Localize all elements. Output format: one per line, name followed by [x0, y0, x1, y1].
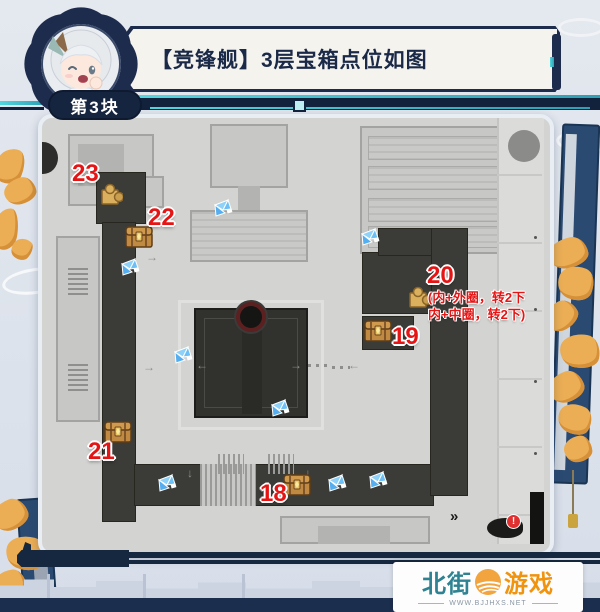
banner-tassel: [568, 514, 578, 528]
origami-bird-icon: [173, 345, 193, 364]
bottom-band-line: [129, 560, 600, 564]
header-accent-line: [0, 107, 44, 110]
corridor: [430, 228, 468, 496]
marker-label-21: 21: [88, 438, 115, 465]
treasure-chest-icon: [283, 474, 311, 496]
origami-bird-icon: [327, 473, 347, 492]
bottom-band: [17, 550, 129, 567]
arrow-right-icon: →: [290, 358, 302, 372]
central-chamber: [194, 308, 308, 418]
treasure-chest-icon: [104, 421, 132, 443]
building-block: [56, 236, 100, 422]
map-circle-marker: [508, 130, 540, 162]
origami-bird-icon: [157, 473, 177, 492]
marker-label-22: 22: [148, 204, 175, 231]
marker-label-20: 20: [427, 262, 454, 289]
marker-note-line2: 内+中圈，转2下): [428, 307, 526, 322]
watermark-url: WWW.BJJHXS.NET: [449, 600, 527, 607]
header-title-box: 【竞锋舰】3层宝箱点位如图: [108, 26, 560, 92]
arrow-right-icon: →: [146, 250, 158, 264]
sun-road-logo-icon: [475, 568, 501, 595]
marker-label-23: 23: [72, 160, 99, 187]
map-semicircle-marker: [42, 142, 58, 174]
origami-bird-icon: [360, 227, 380, 246]
staircase: [68, 364, 88, 392]
page-title: 【竞锋舰】3层宝箱点位如图: [151, 49, 428, 72]
arrow-down-icon: ↓: [305, 466, 311, 480]
banner-cord: [572, 470, 574, 516]
arrow-down-icon: ↓: [187, 466, 193, 480]
header-accent-line: [0, 101, 44, 105]
building-block: [210, 124, 288, 188]
puzzle-piece-icon: [409, 286, 431, 308]
origami-bird-icon: [270, 398, 290, 417]
marker-label-18: 18: [260, 480, 287, 507]
marker-note-line1: (内+外圈，转2下: [428, 290, 526, 305]
arrow-left-icon: ←: [348, 358, 360, 372]
header-accent-line: [150, 107, 590, 109]
treasure-chest-icon: [364, 320, 392, 342]
building-block: [238, 186, 260, 212]
arrow-left-icon: ←: [196, 358, 208, 372]
header-right-bar: [550, 34, 561, 90]
header-accent-line: [138, 95, 600, 98]
origami-bird-icon: [213, 198, 233, 217]
chevrons-icon: »: [450, 508, 459, 525]
bottom-band-notch: [22, 542, 31, 552]
alert-icon: !: [506, 514, 521, 529]
origami-bird-icon: [120, 257, 140, 276]
building-block: [190, 210, 308, 262]
header-band-node: [293, 99, 306, 112]
chamber-emblem: [236, 302, 266, 332]
map-panel: ! → ← → → ← ↓ ↓ » 23 22: [38, 114, 554, 556]
building-block: [318, 526, 390, 544]
arrow-right-icon: →: [143, 360, 155, 374]
game-map: ! → ← → → ← ↓ ↓ » 23 22: [42, 118, 550, 552]
building-hall: [368, 166, 506, 190]
staircase: [218, 454, 244, 474]
origami-bird-icon: [368, 470, 388, 489]
map-exit-block: [530, 492, 544, 544]
staircase: [68, 268, 88, 296]
marker-label-19: 19: [392, 323, 419, 350]
puzzle-piece-icon: [101, 183, 123, 205]
treasure-chest-icon: [125, 226, 153, 248]
bottom-band-line: [129, 552, 600, 558]
watermark-name-right: 游戏: [504, 571, 554, 598]
watermark-card: 北街 游戏 WWW.BJJHXS.NET: [393, 562, 583, 612]
block-badge: 第3块: [48, 90, 142, 120]
swirl-decoration: [558, 18, 600, 37]
building-hall: [368, 198, 506, 222]
map-side-strip: [497, 118, 544, 544]
building-hall: [368, 136, 506, 160]
corridor: [378, 228, 432, 256]
staircase: [268, 454, 294, 474]
watermark-name-left: 北街: [422, 571, 472, 598]
